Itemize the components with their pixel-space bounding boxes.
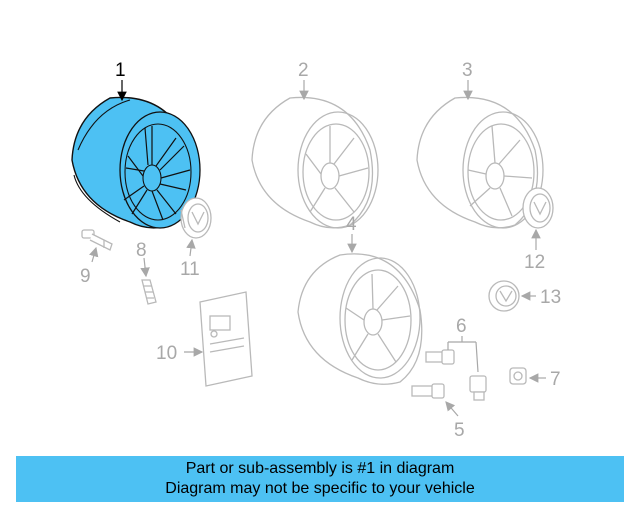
callout-5: 5	[454, 420, 465, 441]
info-banner: Part or sub-assembly is #1 in diagram Di…	[16, 456, 624, 502]
callout-1: 1	[115, 60, 126, 81]
callout-7: 7	[550, 369, 561, 390]
center-cap-part-12[interactable]	[522, 187, 554, 229]
callout-3: 3	[462, 60, 473, 81]
banner-line-1: Part or sub-assembly is #1 in diagram	[185, 460, 455, 477]
callout-9-leader	[89, 246, 99, 263]
valve-stem-part-9[interactable]	[81, 229, 113, 251]
callout-6: 6	[456, 316, 467, 337]
wheel-part-2[interactable]	[251, 96, 379, 229]
placard-part-10[interactable]	[199, 291, 253, 387]
callout-8-leader	[140, 257, 150, 278]
callout-9: 9	[80, 266, 91, 287]
center-cap-part-13[interactable]	[488, 280, 520, 312]
callout-8: 8	[136, 240, 147, 261]
lug-nut-part-7[interactable]	[509, 367, 527, 385]
lug-bolt-part-6[interactable]	[425, 349, 487, 401]
center-cap-part-11[interactable]	[180, 197, 212, 239]
callout-13: 13	[540, 287, 561, 308]
callout-2: 2	[298, 60, 309, 81]
callout-5-leader	[445, 401, 459, 417]
callout-10: 10	[156, 343, 177, 364]
sensor-part-8[interactable]	[141, 279, 157, 305]
callout-11-leader	[186, 238, 196, 257]
callout-12: 12	[524, 252, 545, 273]
wheel-part-1[interactable]	[71, 96, 201, 229]
parts-diagram: 1 2 3 4 5 6 7 8 9 10 11 12 13	[71, 60, 561, 441]
callout-6-leader	[447, 336, 479, 373]
lug-bolt-part-5[interactable]	[411, 383, 445, 399]
wheel-part-4[interactable]	[297, 253, 423, 385]
wheel-part-3[interactable]	[416, 96, 544, 229]
banner-line-2: Diagram may not be specific to your vehi…	[165, 480, 475, 497]
callout-4: 4	[346, 214, 357, 235]
callout-11: 11	[180, 259, 200, 280]
